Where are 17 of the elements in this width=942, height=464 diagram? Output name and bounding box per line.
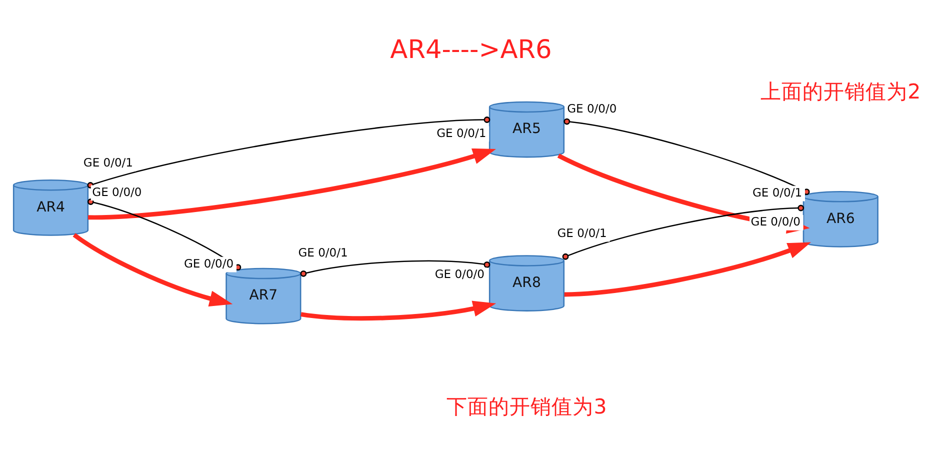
label: 下面的开销值为3 <box>446 394 607 419</box>
node-label: GE 0/0/1 <box>752 185 802 200</box>
arrow <box>300 300 496 321</box>
node-label: GE 0/0/0 <box>750 214 800 229</box>
node-label: GE 0/0/1 <box>83 155 134 170</box>
node-label: GE 0/0/0 <box>434 267 484 282</box>
node-label: GE 0/0/0 <box>567 101 617 116</box>
node-label: GE 0/0/1 <box>436 126 486 140</box>
arrow <box>564 242 812 297</box>
node-label: GE 0/0/1 <box>557 226 607 240</box>
node-label: GE 0/0/0 <box>184 256 234 270</box>
label: 上面的开销值为2 <box>760 79 921 104</box>
node-label: GE 0/0/0 <box>92 184 142 199</box>
arrow <box>72 233 233 307</box>
node-label: GE 0/0/1 <box>298 246 348 260</box>
diagram-title: AR4---->AR6 <box>390 34 552 65</box>
connector <box>300 260 490 277</box>
